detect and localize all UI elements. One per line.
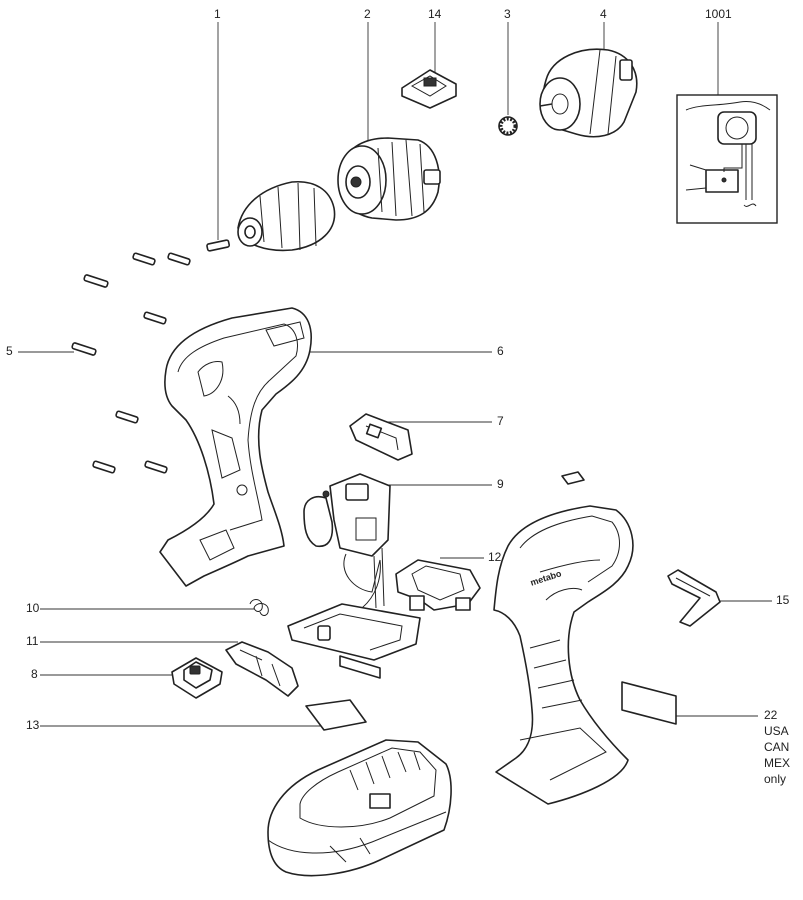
callout-5: 5 <box>6 344 13 358</box>
callout-8: 8 <box>31 667 38 681</box>
part-15-belt-clip <box>667 569 721 627</box>
part-3-pinion-gear <box>498 116 518 136</box>
callout-14: 14 <box>428 7 442 21</box>
callout-9: 9 <box>497 477 504 491</box>
part-11-led-holder <box>225 641 299 697</box>
part-1-chuck-screw <box>206 239 231 252</box>
part-12-battery-guide <box>395 559 481 611</box>
part-13-label-plate <box>305 699 367 731</box>
part-6-housing-half <box>159 307 312 587</box>
note-22-mex: MEX <box>764 756 791 770</box>
part-2-gearbox <box>337 137 441 221</box>
callout-2: 2 <box>364 7 371 21</box>
part-8-button <box>171 657 223 699</box>
callout-11: 11 <box>26 634 39 648</box>
callout-10: 10 <box>26 601 40 615</box>
callout-12: 12 <box>488 550 502 564</box>
housing-half-right <box>493 505 634 805</box>
part-10-spring <box>249 599 269 616</box>
callout-1001: 1001 <box>705 7 732 21</box>
part-9-switch-assembly <box>287 473 421 679</box>
callout-13: 13 <box>26 718 40 732</box>
callout-1: 1 <box>214 7 221 21</box>
note-22-usa: USA <box>764 724 789 738</box>
callout-7: 7 <box>497 414 504 428</box>
part-22-label <box>621 681 677 725</box>
callout-15: 15 <box>776 593 790 607</box>
callout-22: 22 <box>764 708 778 722</box>
callout-3: 3 <box>504 7 511 21</box>
drill-chuck <box>237 181 336 252</box>
callout-6: 6 <box>497 344 504 358</box>
part-7-cover-plate <box>349 413 413 461</box>
part-4-motor <box>539 48 638 138</box>
note-22-can: CAN <box>764 740 790 754</box>
note-22-only: only <box>764 772 787 786</box>
battery-pack <box>267 739 452 877</box>
small-plate <box>561 471 585 485</box>
part-1001-wiring-inset <box>676 94 778 224</box>
part-14-switch-slider <box>401 69 457 109</box>
callout-4: 4 <box>600 7 607 21</box>
part-5-screws <box>71 252 191 474</box>
